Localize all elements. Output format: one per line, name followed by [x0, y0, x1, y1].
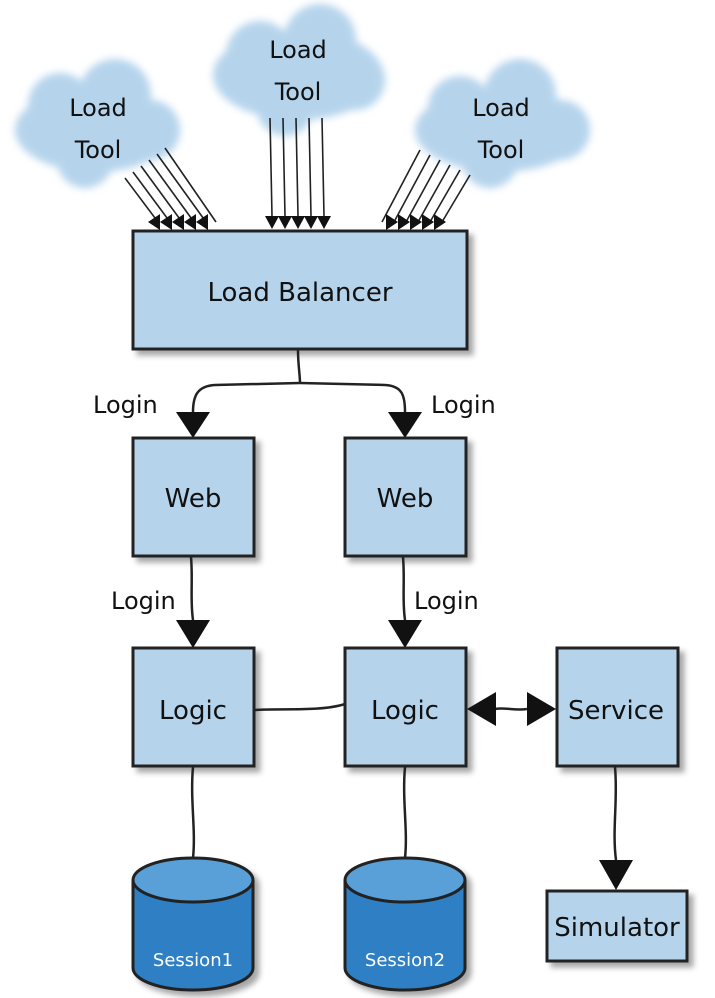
edge-label-lb-web-left: Login [93, 391, 158, 419]
web-node-right: Web [343, 436, 468, 558]
session2-label: Session2 [365, 950, 445, 971]
web-node-left: Web [131, 436, 256, 558]
edge-label-web-logic-left: Login [111, 587, 176, 615]
arrow-to-service [527, 692, 556, 726]
cloud-left-connectors [124, 147, 217, 223]
session1-label: Session1 [153, 950, 233, 971]
logic-node-right: Logic [343, 646, 468, 768]
load-tool-cloud-right: Load Tool [415, 59, 590, 188]
cloud-center-line1: Load [269, 36, 327, 64]
service-node: Service [555, 646, 680, 768]
cloud-center-connectors [269, 117, 325, 217]
service-simulator-link [613, 766, 618, 861]
logic-left-label: Logic [159, 696, 227, 726]
web-left-label: Web [165, 484, 222, 514]
cloud-right-arrowheads [386, 214, 446, 230]
cloud-left-line1: Load [69, 94, 127, 122]
lb-to-web-connectors [191, 349, 407, 413]
cloud-center-arrowheads [265, 216, 331, 229]
arrow-to-logic-right [388, 620, 422, 648]
session2-database: Session2 [343, 856, 467, 992]
logic-service-link [494, 707, 528, 711]
web-right-label: Web [377, 484, 434, 514]
logic-peer-link [254, 702, 346, 712]
arrow-to-logic-right-from-service [467, 692, 496, 726]
logic-node-left: Logic [131, 646, 256, 768]
cloud-right-line2: Tool [477, 136, 525, 164]
load-balancer-node: Load Balancer [131, 229, 469, 351]
load-balancer-label: Load Balancer [207, 278, 392, 308]
logic-right-session2-link [402, 766, 408, 859]
session1-database: Session1 [131, 856, 255, 992]
logic-right-label: Logic [371, 696, 439, 726]
web-to-logic-connectors [189, 556, 407, 621]
edge-label-lb-web-right: Login [431, 391, 496, 419]
cloud-center-line2: Tool [274, 78, 322, 106]
arrow-to-simulator [599, 860, 633, 890]
cloud-left-arrowheads [148, 214, 208, 230]
simulator-label: Simulator [554, 913, 680, 943]
edge-label-web-logic-right: Login [414, 587, 479, 615]
load-tool-cloud-left: Load Tool [15, 59, 180, 188]
arrow-to-web-right [388, 412, 422, 438]
cloud-left-line2: Tool [74, 136, 122, 164]
logic-left-session1-link [190, 766, 196, 859]
simulator-node: Simulator [545, 889, 689, 963]
arrow-to-web-left [176, 412, 210, 438]
service-label: Service [568, 696, 664, 726]
load-tool-cloud-center: Load Tool [213, 4, 385, 136]
cloud-right-line1: Load [472, 94, 530, 122]
arrow-to-logic-left [176, 620, 210, 648]
cloud-right-connectors [381, 149, 471, 223]
